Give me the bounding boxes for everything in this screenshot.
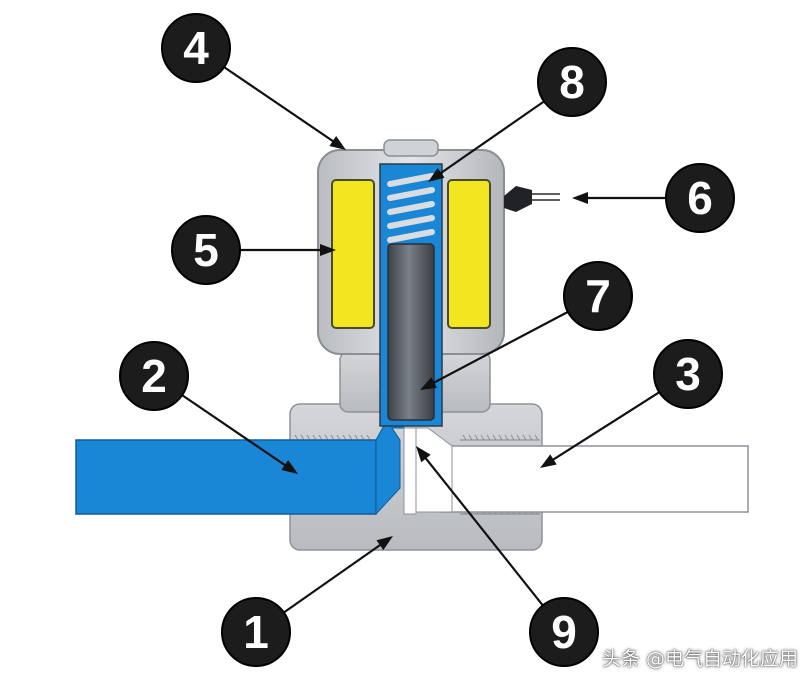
leader-line-4 <box>223 66 337 145</box>
callout-label-2: 2 <box>141 350 167 402</box>
leader-line-2 <box>181 394 289 469</box>
arrowhead-5 <box>320 244 336 256</box>
callout-label-7: 7 <box>585 270 611 322</box>
outlet-pipe <box>415 427 749 513</box>
valve-orifice <box>403 427 417 515</box>
arrowhead-6 <box>572 192 588 204</box>
callout-label-1: 1 <box>243 606 269 658</box>
arrowhead-4 <box>329 136 346 150</box>
arrowhead-2 <box>281 460 298 474</box>
callout-4: 4 <box>161 13 231 83</box>
callout-label-3: 3 <box>675 348 701 400</box>
arrowhead-3 <box>540 454 557 468</box>
callout-8: 8 <box>537 47 607 117</box>
coil <box>331 179 491 329</box>
callout-1: 1 <box>221 597 291 667</box>
arrowhead-7 <box>420 377 437 390</box>
callout-label-6: 6 <box>687 172 713 224</box>
leader-line-3 <box>549 391 660 463</box>
callout-6: 6 <box>665 163 735 233</box>
leader-line-9 <box>422 454 544 607</box>
leader-line-1 <box>283 541 384 614</box>
callout-label-4: 4 <box>183 22 209 74</box>
callout-5: 5 <box>171 215 241 285</box>
callout-label-8: 8 <box>559 56 585 108</box>
callout-label-5: 5 <box>193 224 219 276</box>
callout-3: 3 <box>653 339 723 409</box>
callout-2: 2 <box>119 341 189 411</box>
leader-line-8 <box>437 100 545 177</box>
electrical-lead <box>504 186 560 212</box>
watermark-text: 头条 @电气自动化应用 <box>601 648 798 670</box>
arrowhead-8 <box>428 167 445 182</box>
leader-line-7 <box>430 310 569 386</box>
arrowhead-1 <box>376 536 393 551</box>
callout-9: 9 <box>529 597 599 667</box>
callout-label-9: 9 <box>551 606 577 658</box>
plunger <box>387 243 435 421</box>
arrowhead-9 <box>416 446 431 463</box>
callout-7: 7 <box>563 261 633 331</box>
inlet-pipe <box>75 417 405 516</box>
